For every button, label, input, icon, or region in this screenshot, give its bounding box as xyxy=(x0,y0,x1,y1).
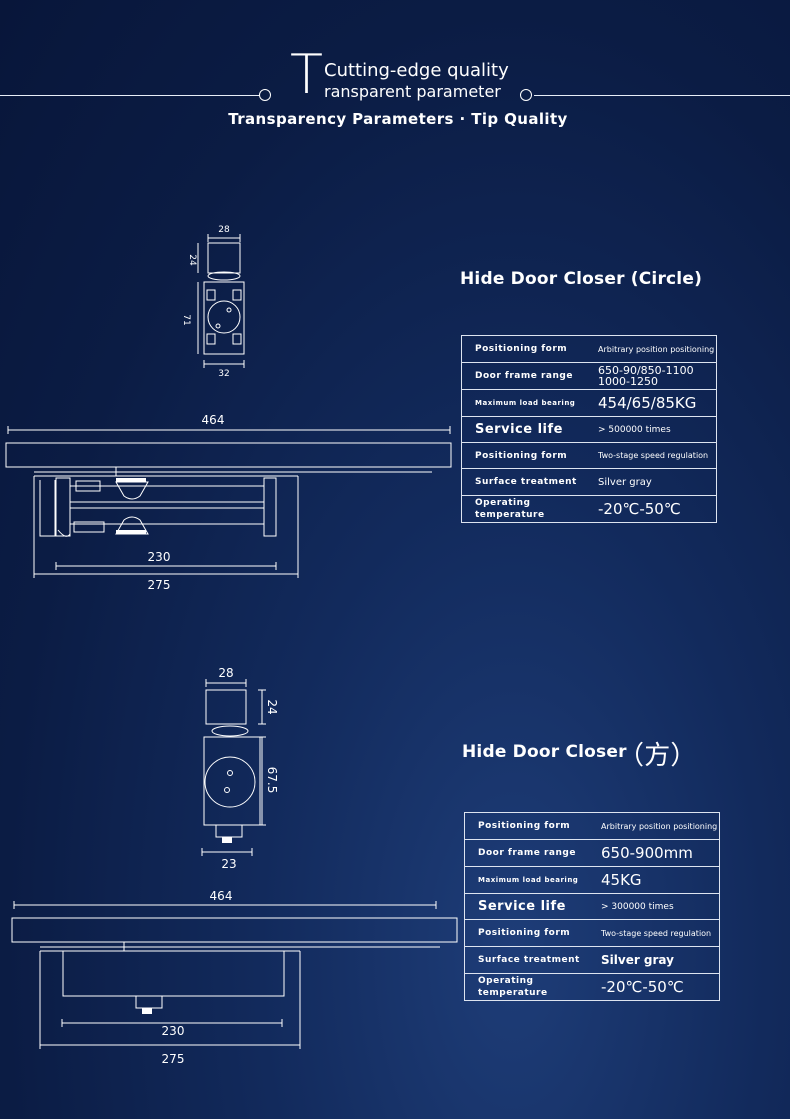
spec-value: 454/65/85KG xyxy=(598,389,717,417)
spec-label: Operating temperature xyxy=(464,973,601,1001)
header-subtitle: Transparency Parameters · Tip Quality xyxy=(228,110,568,128)
product-title-square: Hide Door Closer xyxy=(462,742,627,762)
header-big-letter: T xyxy=(290,43,323,106)
header-title-line1: Cutting-edge quality xyxy=(324,60,509,81)
spec-label: Positioning form xyxy=(464,812,601,840)
spec-value: Silver gray xyxy=(601,946,720,974)
header-line-left xyxy=(0,95,260,96)
dim-square-outer-length: 275 xyxy=(162,1052,185,1066)
spec-label: Maximum load bearing xyxy=(464,866,601,894)
dim-square-body-width: 23 xyxy=(221,857,236,871)
spec-label: Service life xyxy=(461,416,598,443)
header-line-right xyxy=(534,95,790,96)
dim-circle-body-height: 71 xyxy=(181,314,191,325)
dim-circle-top-width: 28 xyxy=(218,225,230,235)
spec-label: Surface treatment xyxy=(464,946,601,974)
spec-value: Arbitrary position positioning xyxy=(598,335,717,363)
dim-square-top-height: 24 xyxy=(265,699,279,714)
spec-value: Silver gray xyxy=(598,468,717,496)
dim-circle-body-width: 32 xyxy=(218,369,229,379)
spec-label: Service life xyxy=(464,893,601,920)
spec-value: > 500000 times xyxy=(598,416,717,443)
product-title-square-suffix: （方） xyxy=(618,741,697,771)
header-title-line2: ransparent parameter xyxy=(324,82,501,101)
dim-circle-top-height: 24 xyxy=(187,254,197,266)
header-dot-left xyxy=(259,89,271,101)
spec-value: > 300000 times xyxy=(601,893,720,920)
spec-row: Service life> 300000 times xyxy=(464,893,720,920)
spec-label: Surface treatment xyxy=(461,468,598,496)
spec-label: Positioning form xyxy=(461,442,598,469)
dim-square-total-length: 464 xyxy=(210,889,233,903)
product-title-circle: Hide Door Closer (Circle) xyxy=(460,269,703,289)
dim-circle-inner-length: 230 xyxy=(148,550,171,564)
header-dot-right xyxy=(520,89,532,101)
spec-value: Two-stage speed regulation xyxy=(598,442,717,469)
spec-label: Positioning form xyxy=(461,335,598,363)
spec-row: Service life> 500000 times xyxy=(461,416,717,443)
dim-square-body-height: 67.5 xyxy=(265,767,279,794)
spec-value: 650-900mm xyxy=(601,839,720,867)
spec-value: 650-90/850-1100 1000-1250 xyxy=(598,362,717,390)
spec-label: Door frame range xyxy=(464,839,601,867)
spec-value: -20℃-50℃ xyxy=(601,973,720,1001)
spec-value: -20℃-50℃ xyxy=(598,495,717,523)
spec-row: Operating temperature-20℃-50℃ xyxy=(461,495,717,523)
spec-label: Positioning form xyxy=(464,919,601,947)
dim-square-top-width: 28 xyxy=(218,666,233,680)
spec-label: Operating temperature xyxy=(461,495,598,523)
spec-value: Two-stage speed regulation xyxy=(601,919,720,947)
dim-circle-outer-length: 275 xyxy=(148,578,171,592)
spec-label: Maximum load bearing xyxy=(461,389,598,417)
spec-value: 45KG xyxy=(601,866,720,894)
dim-circle-total-length: 464 xyxy=(202,413,225,427)
dim-square-inner-length: 230 xyxy=(162,1024,185,1038)
spec-label: Door frame range xyxy=(461,362,598,390)
spec-value: Arbitrary position positioning xyxy=(601,812,720,840)
spec-row: Operating temperature-20℃-50℃ xyxy=(464,973,720,1001)
